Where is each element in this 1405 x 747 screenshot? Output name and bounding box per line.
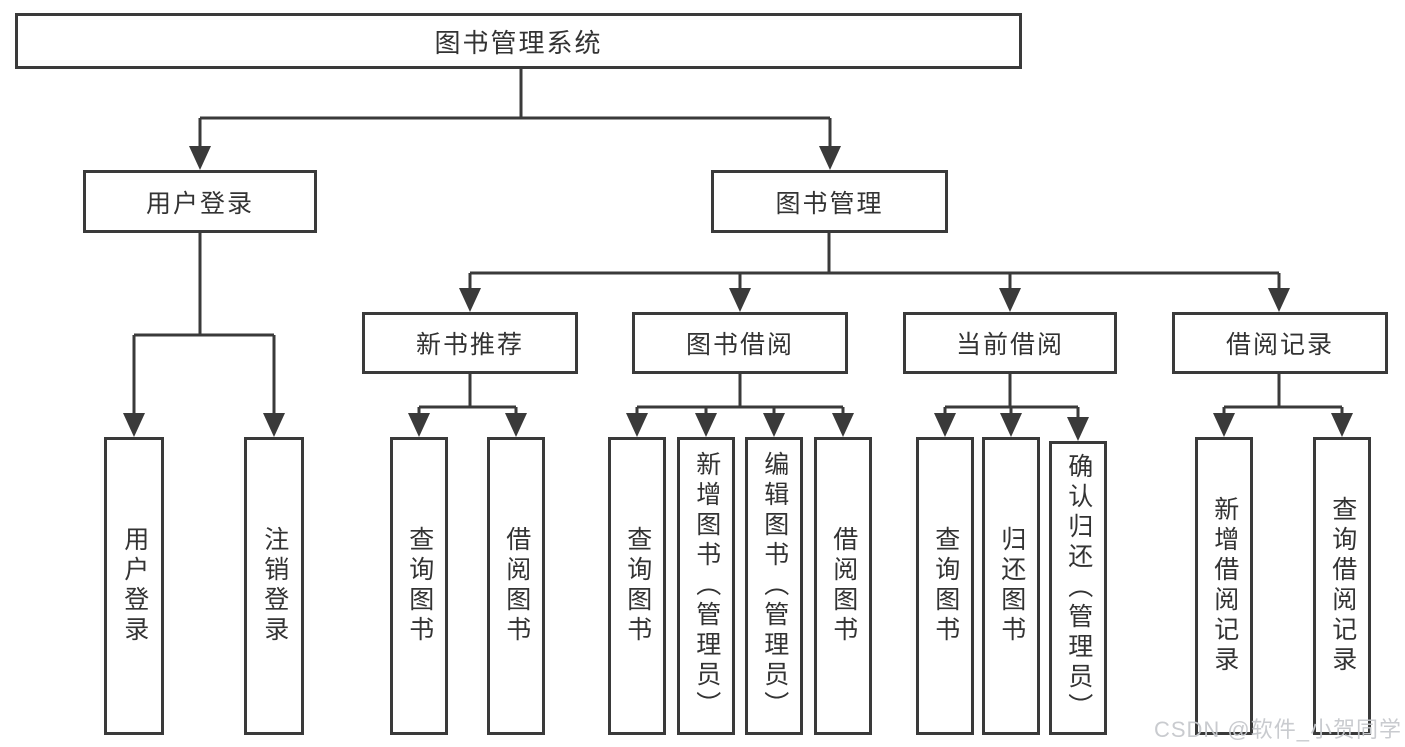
node-label: 编辑图书（管理员）	[760, 451, 789, 721]
connector-root	[198, 68, 832, 166]
node-label: 图书管理系统	[434, 27, 603, 58]
leaf-add-book-admin: 新增图书（管理员）	[677, 437, 735, 735]
node-label: 确认归还（管理员）	[1064, 453, 1093, 723]
leaf-query-books-recommend: 查询图书	[390, 437, 448, 735]
node-label: 新书推荐	[415, 331, 524, 359]
node-new-book-recommend: 新书推荐	[362, 312, 578, 374]
leaf-return-books: 归还图书	[982, 437, 1040, 735]
leaf-add-borrow-record: 新增借阅记录	[1195, 437, 1253, 735]
node-label: 归还图书	[997, 526, 1026, 646]
node-book-management: 图书管理	[711, 170, 948, 233]
node-label: 借阅图书	[829, 526, 858, 646]
connector-user-login	[132, 233, 276, 433]
leaf-query-books-borrowing: 查询图书	[608, 437, 666, 735]
node-user-login: 用户登录	[83, 170, 317, 233]
arrowheads	[123, 146, 1353, 441]
node-borrowing-records: 借阅记录	[1172, 312, 1388, 374]
node-label: 借阅记录	[1225, 331, 1334, 359]
node-label: 查询图书	[931, 526, 960, 646]
leaf-borrow-books-recommend: 借阅图书	[487, 437, 545, 735]
node-label: 借阅图书	[502, 526, 531, 646]
node-label: 当前借阅	[955, 331, 1064, 359]
node-label: 查询借阅记录	[1328, 496, 1357, 676]
node-label: 图书借阅	[685, 331, 794, 359]
node-label: 新增借阅记录	[1210, 496, 1239, 676]
node-label: 注销登录	[260, 526, 289, 646]
leaf-query-borrow-record: 查询借阅记录	[1313, 437, 1371, 735]
node-label: 查询图书	[623, 526, 652, 646]
leaf-user-login: 用户登录	[104, 437, 164, 735]
leaf-logout: 注销登录	[244, 437, 304, 735]
node-label: 用户登录	[120, 526, 149, 646]
node-book-borrowing: 图书借阅	[632, 312, 848, 374]
connector-book-borrowing	[635, 373, 845, 433]
connector-new-book-recommend	[417, 373, 518, 433]
leaf-edit-book-admin: 编辑图书（管理员）	[745, 437, 803, 735]
node-label: 用户登录	[145, 189, 254, 218]
node-label: 查询图书	[405, 526, 434, 646]
connector-book-management	[468, 233, 1281, 308]
leaf-confirm-return-admin: 确认归还（管理员）	[1049, 441, 1107, 735]
leaf-query-books-current: 查询图书	[916, 437, 974, 735]
node-library-management-system: 图书管理系统	[15, 13, 1022, 69]
node-label: 图书管理	[775, 189, 884, 218]
node-current-borrowing: 当前借阅	[903, 312, 1117, 374]
node-label: 新增图书（管理员）	[692, 451, 721, 721]
connector-borrowing-records	[1222, 373, 1344, 433]
leaf-borrow-books: 借阅图书	[814, 437, 872, 735]
